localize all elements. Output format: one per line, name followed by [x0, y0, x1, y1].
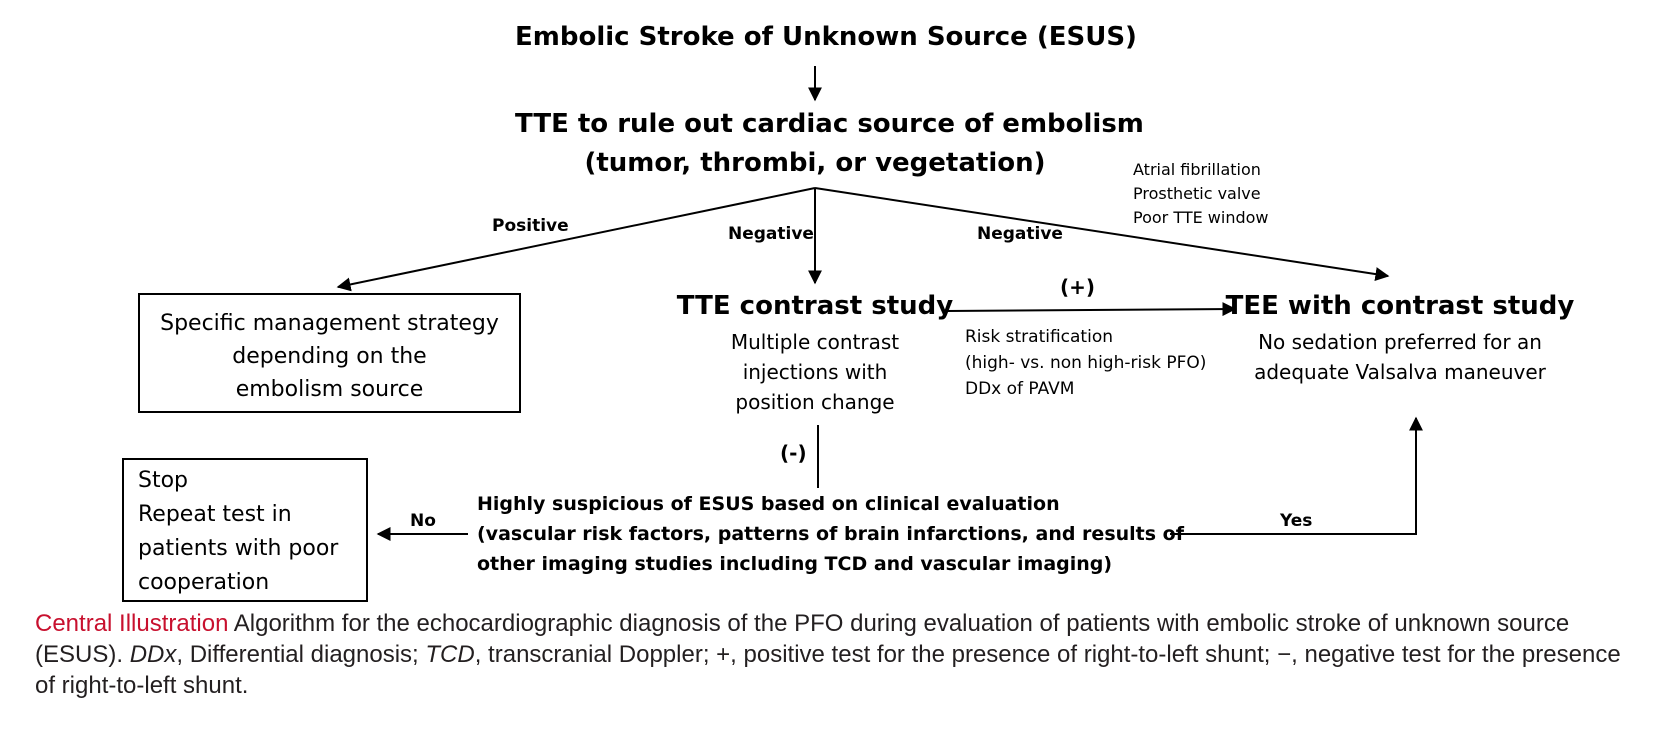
- arrow-yes: [1170, 416, 1423, 535]
- indication-item: Atrial fibrillation: [1133, 160, 1261, 179]
- suspicion-line: other imaging studies including TCD and …: [477, 553, 1113, 575]
- arrow-positive: [336, 187, 816, 292]
- stop-box-line: cooperation: [138, 570, 270, 595]
- specific-box-line: depending on the: [232, 344, 427, 369]
- caption-heading: Central Illustration: [35, 610, 229, 637]
- tee-details: No sedation preferred for an adequate Va…: [1225, 327, 1575, 387]
- specific-management-box: Specific management strategy depending o…: [138, 293, 521, 413]
- clinical-suspicion: Highly suspicious of ESUS based on clini…: [477, 489, 1184, 579]
- tte-node-line1: TTE to rule out cardiac source of emboli…: [515, 109, 1144, 139]
- stop-box: Stop Repeat test in patients with poor c…: [122, 458, 368, 602]
- caption-text-b: , Differential diagnosis;: [176, 641, 426, 668]
- tte-contrast-line: Multiple contrast: [730, 330, 900, 354]
- label-plus: (+): [1060, 275, 1096, 299]
- risk-line: Risk stratification: [965, 327, 1113, 347]
- figure-caption: Central Illustration Algorithm for the e…: [35, 608, 1635, 701]
- indication-item: Prosthetic valve: [1133, 184, 1261, 203]
- arrow-negative-right: [814, 187, 1390, 282]
- tte-node-line2: (tumor, thrombi, or vegetation): [584, 148, 1046, 178]
- label-no: No: [410, 511, 436, 531]
- tte-contrast-line: injections with: [742, 360, 888, 384]
- label-negative-center: Negative: [728, 224, 814, 244]
- stop-box-line: Repeat test in: [138, 502, 292, 527]
- tte-contrast-line: position change: [735, 390, 895, 414]
- risk-line: DDx of PAVM: [965, 379, 1075, 399]
- caption-text-c: , transcranial Doppler; +, positive test…: [35, 641, 1621, 699]
- suspicion-line: (vascular risk factors, patterns of brai…: [477, 523, 1184, 545]
- risk-line: (high- vs. non high-risk PFO): [965, 353, 1207, 373]
- label-yes: Yes: [1280, 511, 1313, 531]
- label-negative-right: Negative: [977, 224, 1063, 244]
- suspicion-line: Highly suspicious of ESUS based on clini…: [477, 493, 1060, 515]
- tte-contrast-details: Multiple contrast injections with positi…: [665, 327, 965, 417]
- caption-ddx-abbr: DDx: [129, 641, 177, 668]
- indications-list: Atrial fibrillation Prosthetic valve Poo…: [1133, 158, 1268, 230]
- risk-stratification: Risk stratification (high- vs. non high-…: [965, 324, 1206, 402]
- stop-box-line: patients with poor: [138, 536, 339, 561]
- arrow-plus: [945, 302, 1237, 317]
- label-positive: Positive: [492, 216, 569, 236]
- diagram-title: Embolic Stroke of Unknown Source (ESUS): [515, 22, 1137, 52]
- tee-line: adequate Valsalva maneuver: [1254, 360, 1546, 384]
- caption-tcd-abbr: TCD: [425, 641, 475, 668]
- specific-box-line: Specific management strategy: [160, 311, 499, 336]
- tee-line: No sedation preferred for an: [1258, 330, 1542, 354]
- specific-box-line: embolism source: [235, 377, 424, 402]
- indication-item: Poor TTE window: [1133, 208, 1269, 227]
- caption-text-a: Algorithm for the echocardiographic diag…: [35, 610, 1570, 668]
- stop-box-line: Stop: [138, 468, 189, 493]
- label-minus: (-): [780, 441, 807, 465]
- tee-title: TEE with contrast study: [1225, 291, 1575, 321]
- tte-contrast-title: TTE contrast study: [676, 291, 954, 321]
